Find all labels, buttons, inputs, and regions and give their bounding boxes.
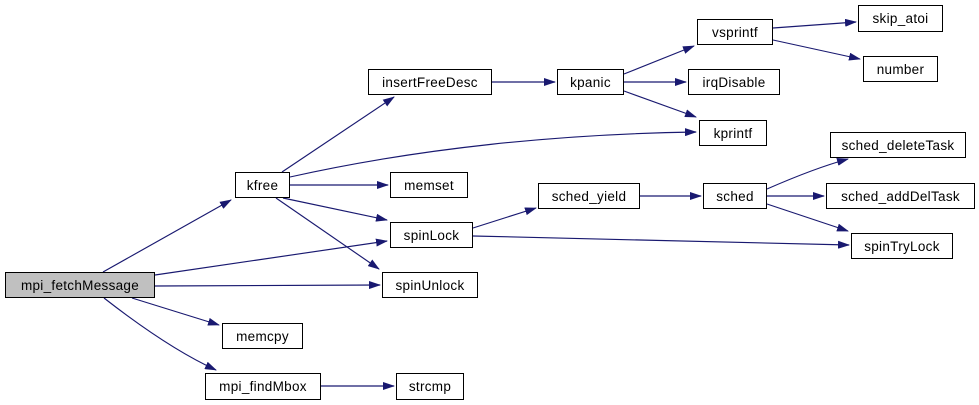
edge-spinLock-to-sched_yield <box>472 207 537 229</box>
node-spinTryLock[interactable]: spinTryLock <box>851 233 953 259</box>
edge-mpi_fetchMessage-to-mpi_findMbox <box>103 297 217 371</box>
node-label: memset <box>404 177 454 193</box>
node-sched_addDelTask[interactable]: sched_addDelTask <box>826 183 975 209</box>
node-strcmp[interactable]: strcmp <box>396 373 464 400</box>
edge-kpanic-to-vsprintf <box>623 45 695 75</box>
edge-kfree-to-kprintf <box>289 128 697 178</box>
node-label: insertFreeDesc <box>382 74 478 90</box>
node-label: skip_atoi <box>872 11 929 26</box>
edge-kpanic-to-kprintf <box>623 90 697 118</box>
node-spinUnlock[interactable]: spinUnlock <box>382 272 478 298</box>
node-irqDisable[interactable]: irqDisable <box>688 69 780 95</box>
edge-vsprintf-to-skip_atoi <box>772 18 857 29</box>
node-label: irqDisable <box>702 74 766 90</box>
node-label: memcpy <box>236 328 289 344</box>
node-label: sched_deleteTask <box>841 137 955 153</box>
edge-kfree-to-insertFreeDesc <box>281 96 395 173</box>
edge-sched-to-sched_deleteTask <box>766 158 849 190</box>
edge-kfree-to-spinLock <box>282 197 388 222</box>
node-kfree[interactable]: kfree <box>235 172 290 198</box>
node-label: sched_addDelTask <box>841 188 960 204</box>
edge-vsprintf-to-number <box>772 39 861 61</box>
node-label: vsprintf <box>712 24 758 40</box>
edge-mpi_fetchMessage-to-memcpy <box>131 297 220 326</box>
node-label: strcmp <box>408 379 452 394</box>
node-mpi_findMbox[interactable]: mpi_findMbox <box>205 373 321 400</box>
node-label: spinUnlock <box>395 277 465 293</box>
node-kprintf[interactable]: kprintf <box>699 120 767 146</box>
edge-spinLock-to-spinTryLock <box>472 235 850 249</box>
edge-mpi_fetchMessage-to-spinLock <box>154 238 388 276</box>
node-label: kprintf <box>713 125 753 141</box>
node-label: spinLock <box>403 227 460 243</box>
node-label: number <box>876 61 925 77</box>
node-sched_deleteTask[interactable]: sched_deleteTask <box>830 132 966 158</box>
node-label: kpanic <box>570 74 611 90</box>
node-vsprintf[interactable]: vsprintf <box>697 19 773 45</box>
node-label: mpi_fetchMessage <box>20 277 140 293</box>
node-memset[interactable]: memset <box>390 172 468 198</box>
node-memcpy[interactable]: memcpy <box>222 323 303 349</box>
edge-mpi_fetchMessage-to-kfree <box>102 199 232 273</box>
node-skip_atoi[interactable]: skip_atoi <box>858 5 943 32</box>
node-label: sched_yield <box>551 188 627 204</box>
edge-sched-to-spinTryLock <box>766 203 849 232</box>
node-label: sched <box>716 188 754 204</box>
node-number[interactable]: number <box>863 56 938 82</box>
node-sched[interactable]: sched <box>703 183 767 209</box>
node-kpanic[interactable]: kpanic <box>557 69 624 95</box>
edge-kfree-to-spinUnlock <box>275 197 380 270</box>
edge-mpi_fetchMessage-to-spinUnlock <box>154 281 381 290</box>
node-label: mpi_findMbox <box>219 379 307 394</box>
node-label: kfree <box>246 177 279 193</box>
node-insertFreeDesc[interactable]: insertFreeDesc <box>368 69 492 95</box>
node-mpi_fetchMessage: mpi_fetchMessage <box>5 272 155 298</box>
node-sched_yield[interactable]: sched_yield <box>538 183 640 209</box>
node-label: spinTryLock <box>864 238 940 254</box>
node-spinLock[interactable]: spinLock <box>390 222 473 248</box>
